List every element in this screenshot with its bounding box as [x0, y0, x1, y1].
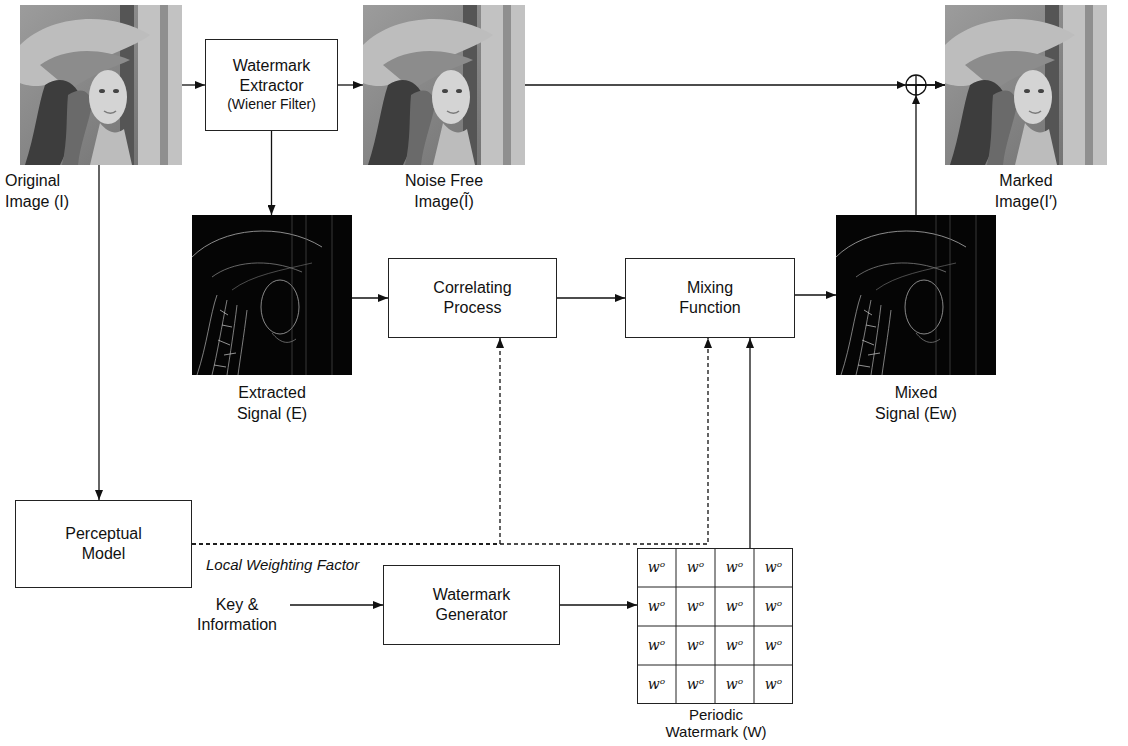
watermark-cell: wᵒ [715, 665, 754, 704]
image-panel: Original Image (I) [20, 5, 182, 165]
caption-label: Extracted Signal (E) [227, 383, 317, 425]
process-box: Perceptual Model [15, 500, 192, 588]
image-panel: Marked Image(I′) [945, 5, 1107, 165]
flow-arrow [749, 338, 750, 548]
caption-label: Noise Free Image(Ĩ) [399, 171, 489, 213]
caption-label: Periodic Watermark (W) [656, 707, 776, 740]
watermark-cell: wᵒ [676, 665, 715, 704]
flow-arrow [560, 604, 637, 605]
watermark-cell: wᵒ [676, 587, 715, 626]
extracted-signal-picture [192, 215, 352, 375]
node-label: Key & Information [192, 595, 282, 635]
node-label: Correlating Process [423, 278, 523, 318]
flow-arrow [338, 84, 363, 85]
watermark-cell: wᵒ [754, 548, 793, 587]
process-box: Watermark Generator [383, 565, 560, 645]
watermark-cell: wᵒ [637, 626, 676, 665]
mixed-signal-picture [836, 215, 996, 375]
node-label: Mixing Function [660, 278, 760, 318]
flow-arrow [290, 604, 383, 605]
watermark-cell: wᵒ [637, 587, 676, 626]
process-box: Watermark Extractor(Wiener Filter) [205, 39, 338, 131]
watermark-cell: wᵒ [754, 665, 793, 704]
flow-arrow [795, 294, 836, 295]
image-panel: Mixed Signal (Ew) [836, 215, 996, 375]
caption-label: Marked Image(I′) [986, 171, 1066, 213]
noise-free-image-picture [363, 5, 525, 165]
image-panel: Extracted Signal (E) [192, 215, 352, 375]
input-text: Key & Information [190, 592, 284, 638]
process-box: Correlating Process [388, 258, 557, 338]
dashed-arrow [192, 338, 500, 544]
marked-image-picture [945, 5, 1107, 165]
caption-label: Mixed Signal (Ew) [873, 383, 959, 425]
watermark-cell: wᵒ [754, 587, 793, 626]
caption-label: Original Image (I) [5, 171, 83, 213]
watermark-cell: wᵒ [637, 548, 676, 587]
node-label: Watermark Extractor [214, 56, 329, 96]
dashed-arrow [192, 338, 708, 544]
flow-arrow [525, 84, 945, 85]
flow-arrow [916, 85, 945, 215]
flow-arrow [557, 297, 625, 298]
watermark-cell: wᵒ [754, 626, 793, 665]
node-label: (Wiener Filter) [214, 96, 329, 114]
flow-arrow [271, 131, 272, 215]
node-label: Watermark Generator [422, 585, 522, 625]
watermark-grid-lines [637, 548, 793, 704]
flow-arrow [182, 84, 205, 85]
watermark-cell: wᵒ [715, 548, 754, 587]
node-label: Perceptual Model [54, 524, 154, 564]
watermark-cell: wᵒ [637, 665, 676, 704]
watermark-cell: wᵒ [715, 626, 754, 665]
watermark-cell: wᵒ [676, 626, 715, 665]
edge-label: Local Weighting Factor [204, 556, 361, 574]
flow-arrow [98, 165, 99, 500]
watermark-cell: wᵒ [715, 587, 754, 626]
flow-arrow [352, 297, 388, 298]
watermark-cell: wᵒ [676, 548, 715, 587]
original-image-picture [20, 5, 182, 165]
sum-symbol [897, 75, 926, 104]
process-box: Mixing Function [625, 258, 795, 338]
image-panel: Noise Free Image(Ĩ) [363, 5, 525, 165]
